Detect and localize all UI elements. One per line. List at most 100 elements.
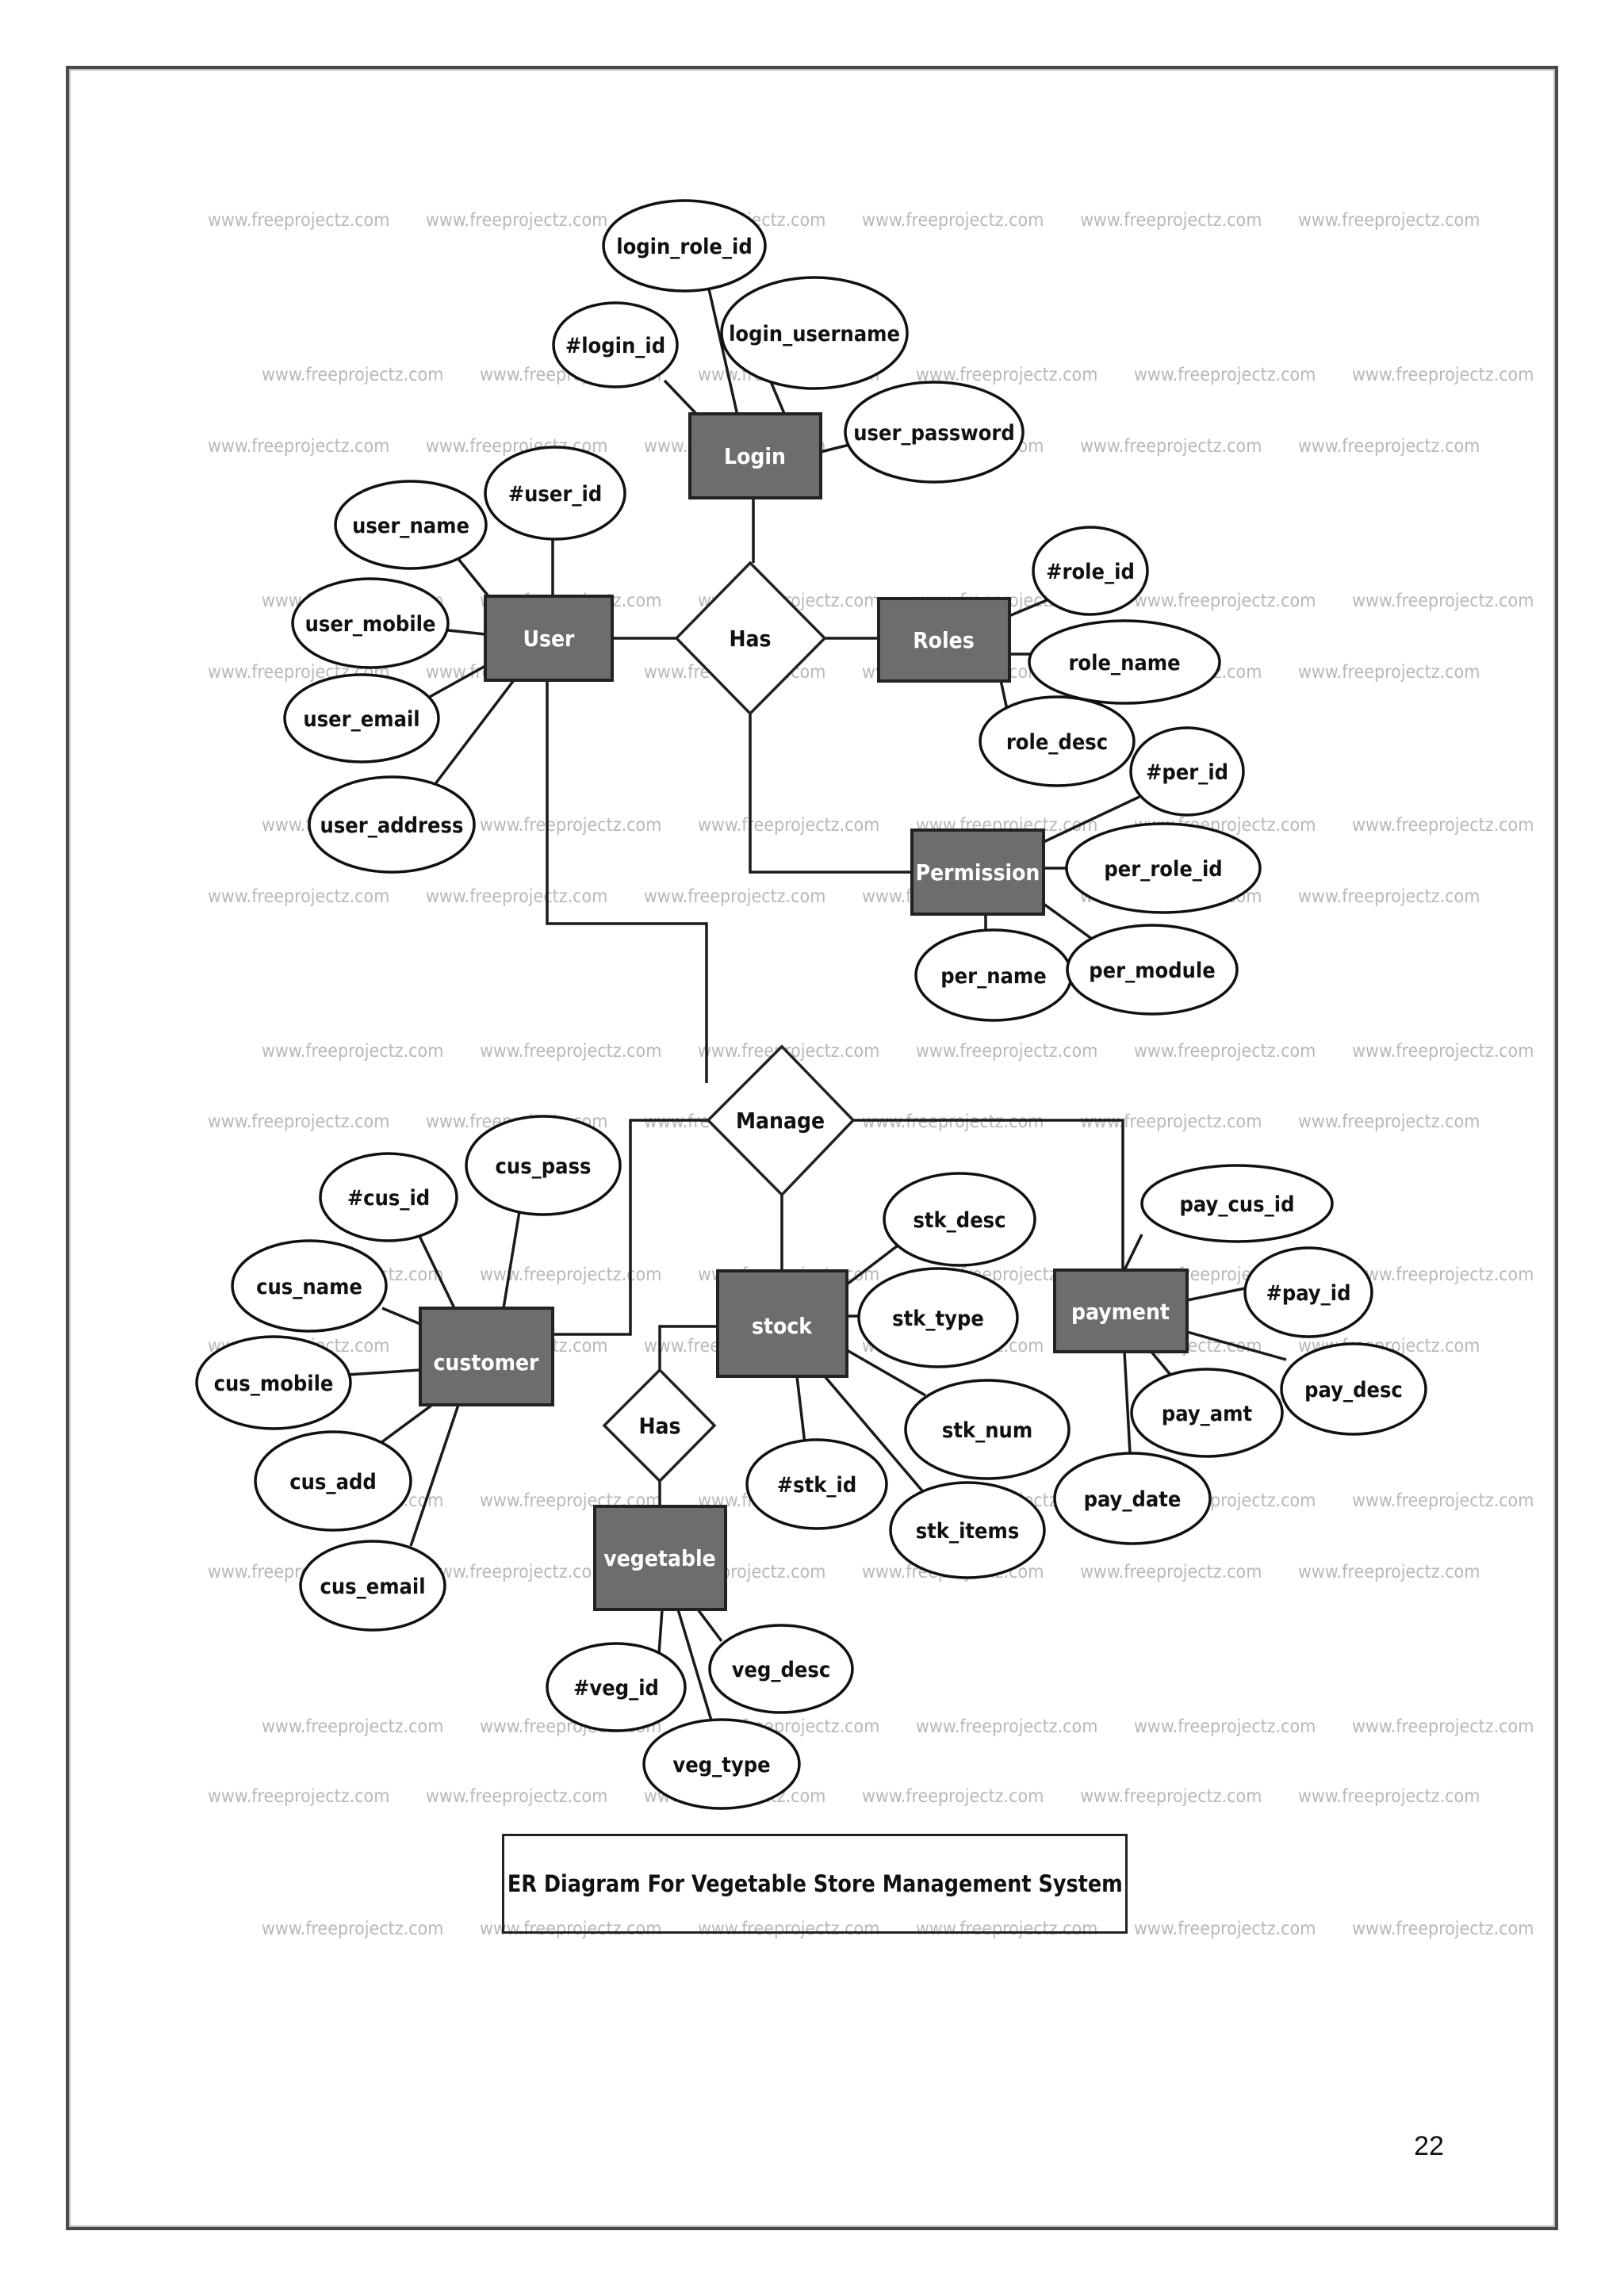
attribute-label: #pay_id bbox=[1266, 1281, 1351, 1306]
entity-label: User bbox=[523, 626, 576, 652]
connector bbox=[999, 679, 1009, 710]
entity-payment: payment bbox=[1053, 1269, 1189, 1353]
entity-label: vegetable bbox=[603, 1545, 715, 1571]
attribute: #veg_id bbox=[546, 1642, 687, 1732]
entity-label: Permission bbox=[916, 859, 1040, 886]
watermark-text: www.freeprojectz.com bbox=[262, 1041, 443, 1062]
attributes: login_role_id login_username #login_id u… bbox=[195, 199, 1427, 1810]
attribute: cus_email bbox=[299, 1540, 446, 1632]
attribute-label: veg_type bbox=[672, 1753, 770, 1777]
watermark-layer: www.freeprojectz.com www.freeprojectz.com… bbox=[208, 210, 1534, 1939]
attribute-label: pay_date bbox=[1084, 1487, 1182, 1512]
attribute-label: stk_items bbox=[916, 1519, 1020, 1544]
connector bbox=[1006, 597, 1051, 618]
attribute: stk_num bbox=[904, 1379, 1071, 1480]
watermark-text: www.freeprojectz.com bbox=[1352, 1041, 1534, 1062]
entity-vegetable: vegetable bbox=[593, 1505, 727, 1611]
watermark-text: www.freeprojectz.com bbox=[1352, 591, 1534, 611]
attribute-label: per_role_id bbox=[1104, 857, 1222, 882]
attribute-label: #login_id bbox=[565, 334, 665, 358]
connector bbox=[416, 1232, 456, 1309]
watermark-text: www.freeprojectz.com bbox=[644, 886, 825, 907]
watermark-text: www.freeprojectz.com bbox=[480, 1919, 661, 1939]
connector bbox=[379, 1403, 434, 1445]
watermark-text: www.freeprojectz.com bbox=[1080, 436, 1262, 457]
watermark-text: www.freeprojectz.com bbox=[1298, 1786, 1480, 1807]
attribute: #per_id bbox=[1129, 726, 1245, 817]
connector bbox=[823, 1375, 927, 1496]
connector bbox=[845, 1239, 906, 1286]
attribute-label: stk_num bbox=[942, 1418, 1032, 1443]
connector bbox=[658, 1325, 718, 1370]
entity-label: Roles bbox=[913, 627, 974, 653]
watermark-text: www.freeprojectz.com bbox=[1134, 365, 1316, 385]
attribute: user_email bbox=[283, 673, 440, 763]
attribute: pay_cus_id bbox=[1140, 1164, 1334, 1243]
connector bbox=[381, 1307, 421, 1326]
connector bbox=[1123, 1351, 1132, 1454]
attribute-label: user_password bbox=[853, 421, 1015, 446]
connector bbox=[447, 629, 486, 636]
entity-roles: Roles bbox=[877, 597, 1011, 683]
watermark-text: www.freeprojectz.com bbox=[1080, 1786, 1262, 1807]
attribute: role_desc bbox=[979, 695, 1136, 787]
relationship-label: Has bbox=[638, 1413, 680, 1439]
watermark-text: www.freeprojectz.com bbox=[1298, 1562, 1480, 1582]
connector bbox=[1186, 1330, 1287, 1361]
watermark-text: www.freeprojectz.com bbox=[862, 1112, 1044, 1132]
page-number: 22 bbox=[1414, 2131, 1444, 2161]
attribute-label: login_username bbox=[729, 322, 900, 346]
attribute: pay_amt bbox=[1130, 1368, 1284, 1458]
watermark-text: www.freeprojectz.com bbox=[1080, 210, 1262, 231]
relationship-label: Has bbox=[729, 626, 771, 652]
watermark-text: www.freeprojectz.com bbox=[480, 1041, 661, 1062]
attribute: veg_type bbox=[642, 1718, 801, 1810]
attribute: cus_mobile bbox=[195, 1335, 352, 1430]
watermark-text: www.freeprojectz.com bbox=[1298, 436, 1480, 457]
attribute-label: pay_desc bbox=[1304, 1378, 1403, 1402]
watermark-text: www.freeprojectz.com bbox=[208, 1786, 389, 1807]
entity-label: Login bbox=[724, 443, 786, 469]
watermark-text: www.freeprojectz.com bbox=[1134, 591, 1316, 611]
connector bbox=[427, 664, 486, 699]
attribute: login_role_id bbox=[602, 199, 767, 293]
attribute: #role_id bbox=[1032, 526, 1149, 616]
entity-permission: Permission bbox=[910, 828, 1045, 916]
watermark-text: www.freeprojectz.com bbox=[208, 436, 389, 457]
watermark-text: www.freeprojectz.com bbox=[1298, 886, 1480, 907]
watermark-text: www.freeprojectz.com bbox=[426, 210, 607, 231]
entity-label: payment bbox=[1071, 1299, 1170, 1325]
attribute-label: #role_id bbox=[1046, 560, 1135, 584]
connector bbox=[663, 379, 699, 417]
watermark-text: www.freeprojectz.com bbox=[916, 1041, 1097, 1062]
diagram-caption-box: ER Diagram For Vegetable Store Managemen… bbox=[502, 1834, 1128, 1934]
watermark-text: www.freeprojectz.com bbox=[1298, 662, 1480, 683]
attribute-label: stk_desc bbox=[913, 1208, 1005, 1233]
attribute-label: role_desc bbox=[1006, 730, 1108, 755]
attribute-label: login_role_id bbox=[616, 235, 752, 259]
connector bbox=[546, 680, 708, 1083]
attribute-label: cus_email bbox=[320, 1575, 425, 1599]
watermark-text: www.freeprojectz.com bbox=[1298, 210, 1480, 231]
entity-user: User bbox=[484, 595, 614, 682]
attribute: veg_desc bbox=[708, 1624, 854, 1714]
watermark-text: www.freeprojectz.com bbox=[208, 886, 389, 907]
attribute-label: #veg_id bbox=[573, 1676, 659, 1701]
attribute-label: role_name bbox=[1068, 651, 1180, 675]
attribute-label: pay_cus_id bbox=[1180, 1192, 1295, 1217]
watermark-text: www.freeprojectz.com bbox=[262, 1919, 443, 1939]
diagram-caption: ER Diagram For Vegetable Store Managemen… bbox=[507, 1870, 1123, 1897]
attribute: per_module bbox=[1066, 924, 1239, 1016]
attribute: per_role_id bbox=[1065, 822, 1262, 914]
connector bbox=[676, 1609, 715, 1729]
watermark-text: www.freeprojectz.com bbox=[208, 1112, 389, 1132]
attribute-label: pay_amt bbox=[1162, 1402, 1253, 1426]
attribute-label: cus_name bbox=[256, 1275, 362, 1299]
attribute-label: user_email bbox=[303, 707, 419, 732]
attribute: per_name bbox=[914, 928, 1073, 1022]
connector bbox=[409, 1404, 460, 1547]
watermark-text: www.freeprojectz.com bbox=[208, 210, 389, 231]
entity-login: Login bbox=[688, 412, 822, 499]
attribute: pay_date bbox=[1053, 1452, 1212, 1545]
